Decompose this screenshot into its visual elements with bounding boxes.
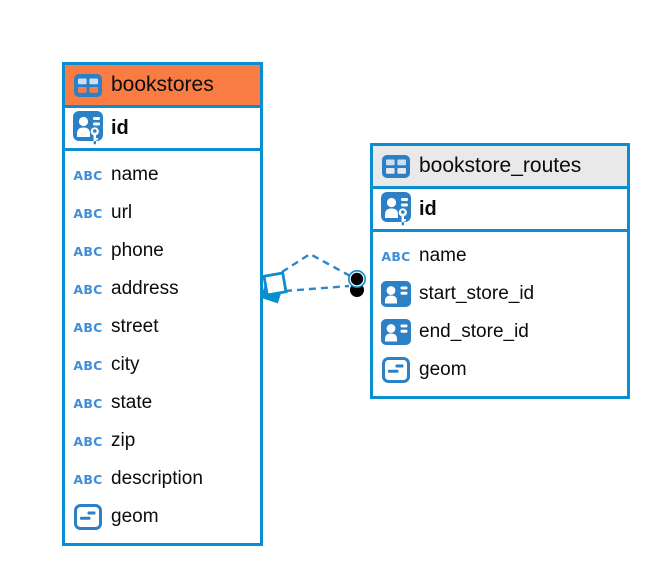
column-name: address xyxy=(111,278,179,299)
column-row-id[interactable]: id xyxy=(65,108,260,151)
column-name: phone xyxy=(111,240,164,261)
text-type-icon: ABC xyxy=(73,319,103,335)
table-header-bookstore-routes[interactable]: bookstore_routes xyxy=(373,146,627,189)
text-type-icon: ABC xyxy=(73,243,103,259)
table-title: bookstore_routes xyxy=(419,154,582,177)
relationship-link-start-store[interactable] xyxy=(281,252,353,279)
reference-type-icon xyxy=(381,319,411,345)
column-row[interactable]: ABC description xyxy=(65,460,260,498)
text-type-icon: ABC xyxy=(73,433,103,449)
reference-type-icon xyxy=(381,281,411,307)
column-name: start_store_id xyxy=(419,283,535,304)
column-name: end_store_id xyxy=(419,321,529,342)
text-type-icon: ABC xyxy=(73,471,103,487)
column-name: url xyxy=(111,202,133,223)
geometry-type-icon xyxy=(73,504,103,530)
table-columns: ABC name ABC url ABC phone ABC address A… xyxy=(65,151,260,543)
column-row[interactable]: ABC street xyxy=(65,308,260,346)
table-node-bookstores[interactable]: bookstores id ABC name ABC url ABC phone… xyxy=(62,62,263,546)
primary-key-icon xyxy=(381,192,411,226)
relationship-link-end-store[interactable] xyxy=(284,284,350,293)
column-name: city xyxy=(111,354,140,375)
column-row[interactable]: geom xyxy=(65,498,260,536)
relationship-source-marker[interactable] xyxy=(260,271,288,304)
text-type-icon: ABC xyxy=(73,167,103,183)
text-type-icon: ABC xyxy=(73,357,103,373)
relationship-target-marker[interactable] xyxy=(348,270,366,297)
column-row-id[interactable]: id xyxy=(373,189,627,232)
column-row[interactable]: ABC name xyxy=(373,237,627,275)
column-name: state xyxy=(111,392,153,413)
column-row[interactable]: start_store_id xyxy=(373,275,627,313)
column-row[interactable]: ABC city xyxy=(65,346,260,384)
column-row[interactable]: ABC zip xyxy=(65,422,260,460)
table-node-bookstore-routes[interactable]: bookstore_routes id ABC name start_store… xyxy=(370,143,630,399)
column-row[interactable]: geom xyxy=(373,351,627,389)
column-name: id xyxy=(419,197,437,220)
table-columns: ABC name start_store_id end_store_id ge xyxy=(373,232,627,396)
primary-key-icon xyxy=(73,111,103,145)
column-name: street xyxy=(111,316,159,337)
column-row[interactable]: end_store_id xyxy=(373,313,627,351)
table-header-bookstores[interactable]: bookstores xyxy=(65,65,260,108)
column-row[interactable]: ABC phone xyxy=(65,232,260,270)
column-name: geom xyxy=(419,359,467,380)
table-icon xyxy=(381,154,411,178)
column-row[interactable]: ABC name xyxy=(65,156,260,194)
column-row[interactable]: ABC state xyxy=(65,384,260,422)
table-icon xyxy=(73,73,103,97)
column-row[interactable]: ABC address xyxy=(65,270,260,308)
text-type-icon: ABC xyxy=(381,248,411,264)
column-name: geom xyxy=(111,506,159,527)
text-type-icon: ABC xyxy=(73,281,103,297)
column-name: id xyxy=(111,116,129,139)
column-name: name xyxy=(111,164,159,185)
column-name: zip xyxy=(111,430,136,451)
column-name: name xyxy=(419,245,467,266)
text-type-icon: ABC xyxy=(73,395,103,411)
column-row[interactable]: ABC url xyxy=(65,194,260,232)
table-title: bookstores xyxy=(111,73,214,96)
column-name: description xyxy=(111,468,203,489)
geometry-type-icon xyxy=(381,357,411,383)
text-type-icon: ABC xyxy=(73,205,103,221)
